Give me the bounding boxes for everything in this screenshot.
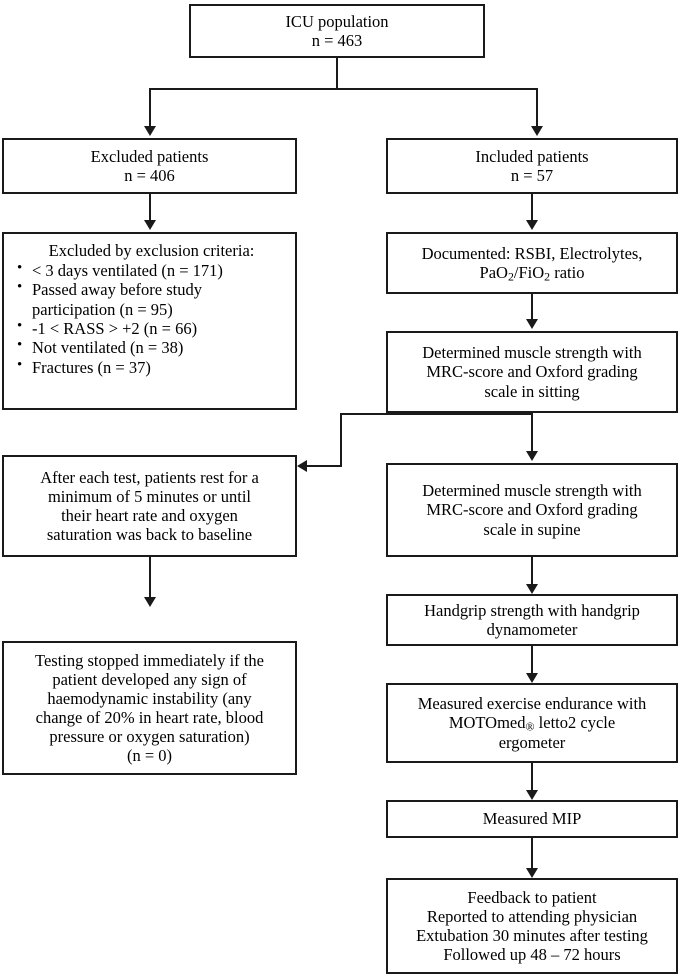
endurance-brand-label: MOTOmed [448,713,526,733]
node-mip: Measured MIP [386,800,678,838]
connector-included-to-documented [531,194,533,220]
stop-criteria-line-3: haemodynamic instability (any [47,688,252,708]
handgrip-line-1: Handgrip strength with handgrip [424,600,640,620]
strength-sitting-line-1: Determined muscle strength with [422,343,642,363]
node-strength-sitting: Determined muscle strength with MRC-scor… [386,331,678,413]
stop-criteria-line-4: change of 20% in heart rate, blood [35,708,264,727]
exclusion-criteria-list: < 3 days ventilated (n = 171) Passed awa… [14,260,289,377]
endurance-line-2: MOTOmed® letto2 cycle [449,713,615,732]
endurance-line-1: Measured exercise endurance with [417,694,647,714]
arrowhead-to-strength-sitting [526,319,538,329]
node-documented: Documented: RSBI, Electrolytes, PaO2/FiO… [386,232,678,294]
arrowhead-to-strength-supine [526,451,538,461]
connector-handgrip-to-endurance [531,646,533,673]
connector-split-right [536,88,538,126]
arrowhead-to-endurance [526,673,538,683]
stop-criteria-line-1: Testing stopped immediately if the [35,650,264,670]
exclusion-criteria-item-5: Fractures (n = 37) [32,357,151,377]
connector-split-left [149,88,151,126]
exclusion-criteria-item-1: < 3 days ventilated (n = 171) [32,261,223,281]
rest-protocol-line-2: minimum of 5 minutes or until [47,486,252,506]
arrowhead-to-exclusion-criteria [144,220,156,230]
rest-protocol-line-4: saturation was back to baseline [46,525,253,545]
arrowhead-to-stop-criteria [144,597,156,607]
handgrip-line-2: dynamometer [486,620,578,639]
registered-trademark-icon: ® [525,719,535,734]
rest-protocol-line-1: After each test, patients rest for a [40,467,259,487]
connector-sitting-to-supine [531,413,533,451]
endurance-line-3: ergometer [498,732,566,752]
node-included-patients: Included patients n = 57 [386,138,678,194]
feedback-line-4: Followed up 48 – 72 hours [443,945,621,965]
strength-supine-line-1: Determined muscle strength with [422,481,642,501]
exclusion-criteria-item-4: Not ventilated (n = 38) [32,338,184,358]
documented-line-1: Documented: RSBI, Electrolytes, [421,243,643,263]
arrowhead-to-mip [526,790,538,800]
arrowhead-to-included-patients [531,126,543,136]
exclusion-criteria-heading: Excluded by exclusion criteria: [48,241,255,260]
node-icu-population: ICU population n = 463 [189,4,485,58]
node-excluded-patients: Excluded patients n = 406 [2,138,297,194]
strength-supine-line-2: MRC-score and Oxford grading [426,500,638,520]
icu-population-line-2: n = 463 [311,31,363,50]
node-endurance: Measured exercise endurance with MOTOmed… [386,683,678,763]
documented-ratio-label: ratio [550,263,585,282]
stop-criteria-line-6: (n = 0) [126,746,173,766]
list-item: Not ventilated (n = 38) [16,337,289,358]
feedback-line-3: Extubation 30 minutes after testing [416,926,648,945]
documented-pao2-label: PaO [479,263,508,282]
connector-mip-to-feedback [531,838,533,868]
rest-protocol-line-3: their heart rate and oxygen [61,506,238,525]
arrowhead-to-feedback [526,868,538,878]
strength-sitting-line-3: scale in sitting [484,381,580,401]
connector-icu-stem [336,58,338,90]
feedback-line-1: Feedback to patient [467,887,597,907]
icu-population-line-1: ICU population [285,11,389,31]
feedback-line-2: Reported to attending physician [426,906,638,926]
included-patients-line-1: Included patients [475,146,589,166]
node-handgrip: Handgrip strength with handgrip dynamome… [386,594,678,646]
exclusion-criteria-item-2-cont: participation (n = 95) [32,299,173,319]
exclusion-criteria-item-3: -1 < RASS > +2 (n = 66) [32,319,198,339]
documented-fio2-label: /FiO [513,263,545,282]
node-feedback: Feedback to patient Reported to attendin… [386,878,678,974]
stop-criteria-line-2: patient developed any sign of [52,669,247,689]
node-strength-supine: Determined muscle strength with MRC-scor… [386,463,678,557]
list-item: -1 < RASS > +2 (n = 66) [16,318,289,339]
documented-pao2-subscript: 2 [507,269,514,284]
documented-fio2-subscript: 2 [544,269,551,284]
list-item: < 3 days ventilated (n = 171) [16,260,289,281]
included-patients-line-2: n = 57 [510,166,554,185]
documented-line-2: PaO2/FiO2 ratio [479,263,585,284]
list-item: Fractures (n = 37) [16,357,289,377]
connector-excluded-to-criteria [149,194,151,220]
endurance-model-label: letto2 cycle [534,713,616,733]
mip-line-1: Measured MIP [482,809,582,829]
list-item: Passed away before study participation (… [16,279,289,319]
excluded-patients-line-1: Excluded patients [90,146,209,166]
connector-supine-to-handgrip [531,557,533,584]
arrowhead-to-excluded-patients [144,126,156,136]
node-rest-protocol: After each test, patients rest for a min… [2,455,297,557]
arrowhead-to-rest-protocol [297,460,307,472]
connector-branch-top [340,413,532,415]
node-exclusion-criteria: Excluded by exclusion criteria: < 3 days… [2,232,297,410]
connector-documented-to-sitting [531,294,533,319]
connector-split-bar [149,88,538,90]
exclusion-criteria-item-2: Passed away before study [32,280,202,300]
connector-rest-to-stop [149,557,151,597]
connector-branch-drop [340,413,342,467]
strength-supine-line-3: scale in supine [483,519,581,539]
connector-endurance-to-mip [531,763,533,790]
stop-criteria-line-5: pressure or oxygen saturation) [49,727,250,747]
arrowhead-to-documented [526,220,538,230]
node-stop-criteria: Testing stopped immediately if the patie… [2,641,297,775]
arrowhead-to-handgrip [526,584,538,594]
connector-branch-to-rest [307,465,342,467]
strength-sitting-line-2: MRC-score and Oxford grading [426,362,638,382]
excluded-patients-line-2: n = 406 [124,166,175,185]
